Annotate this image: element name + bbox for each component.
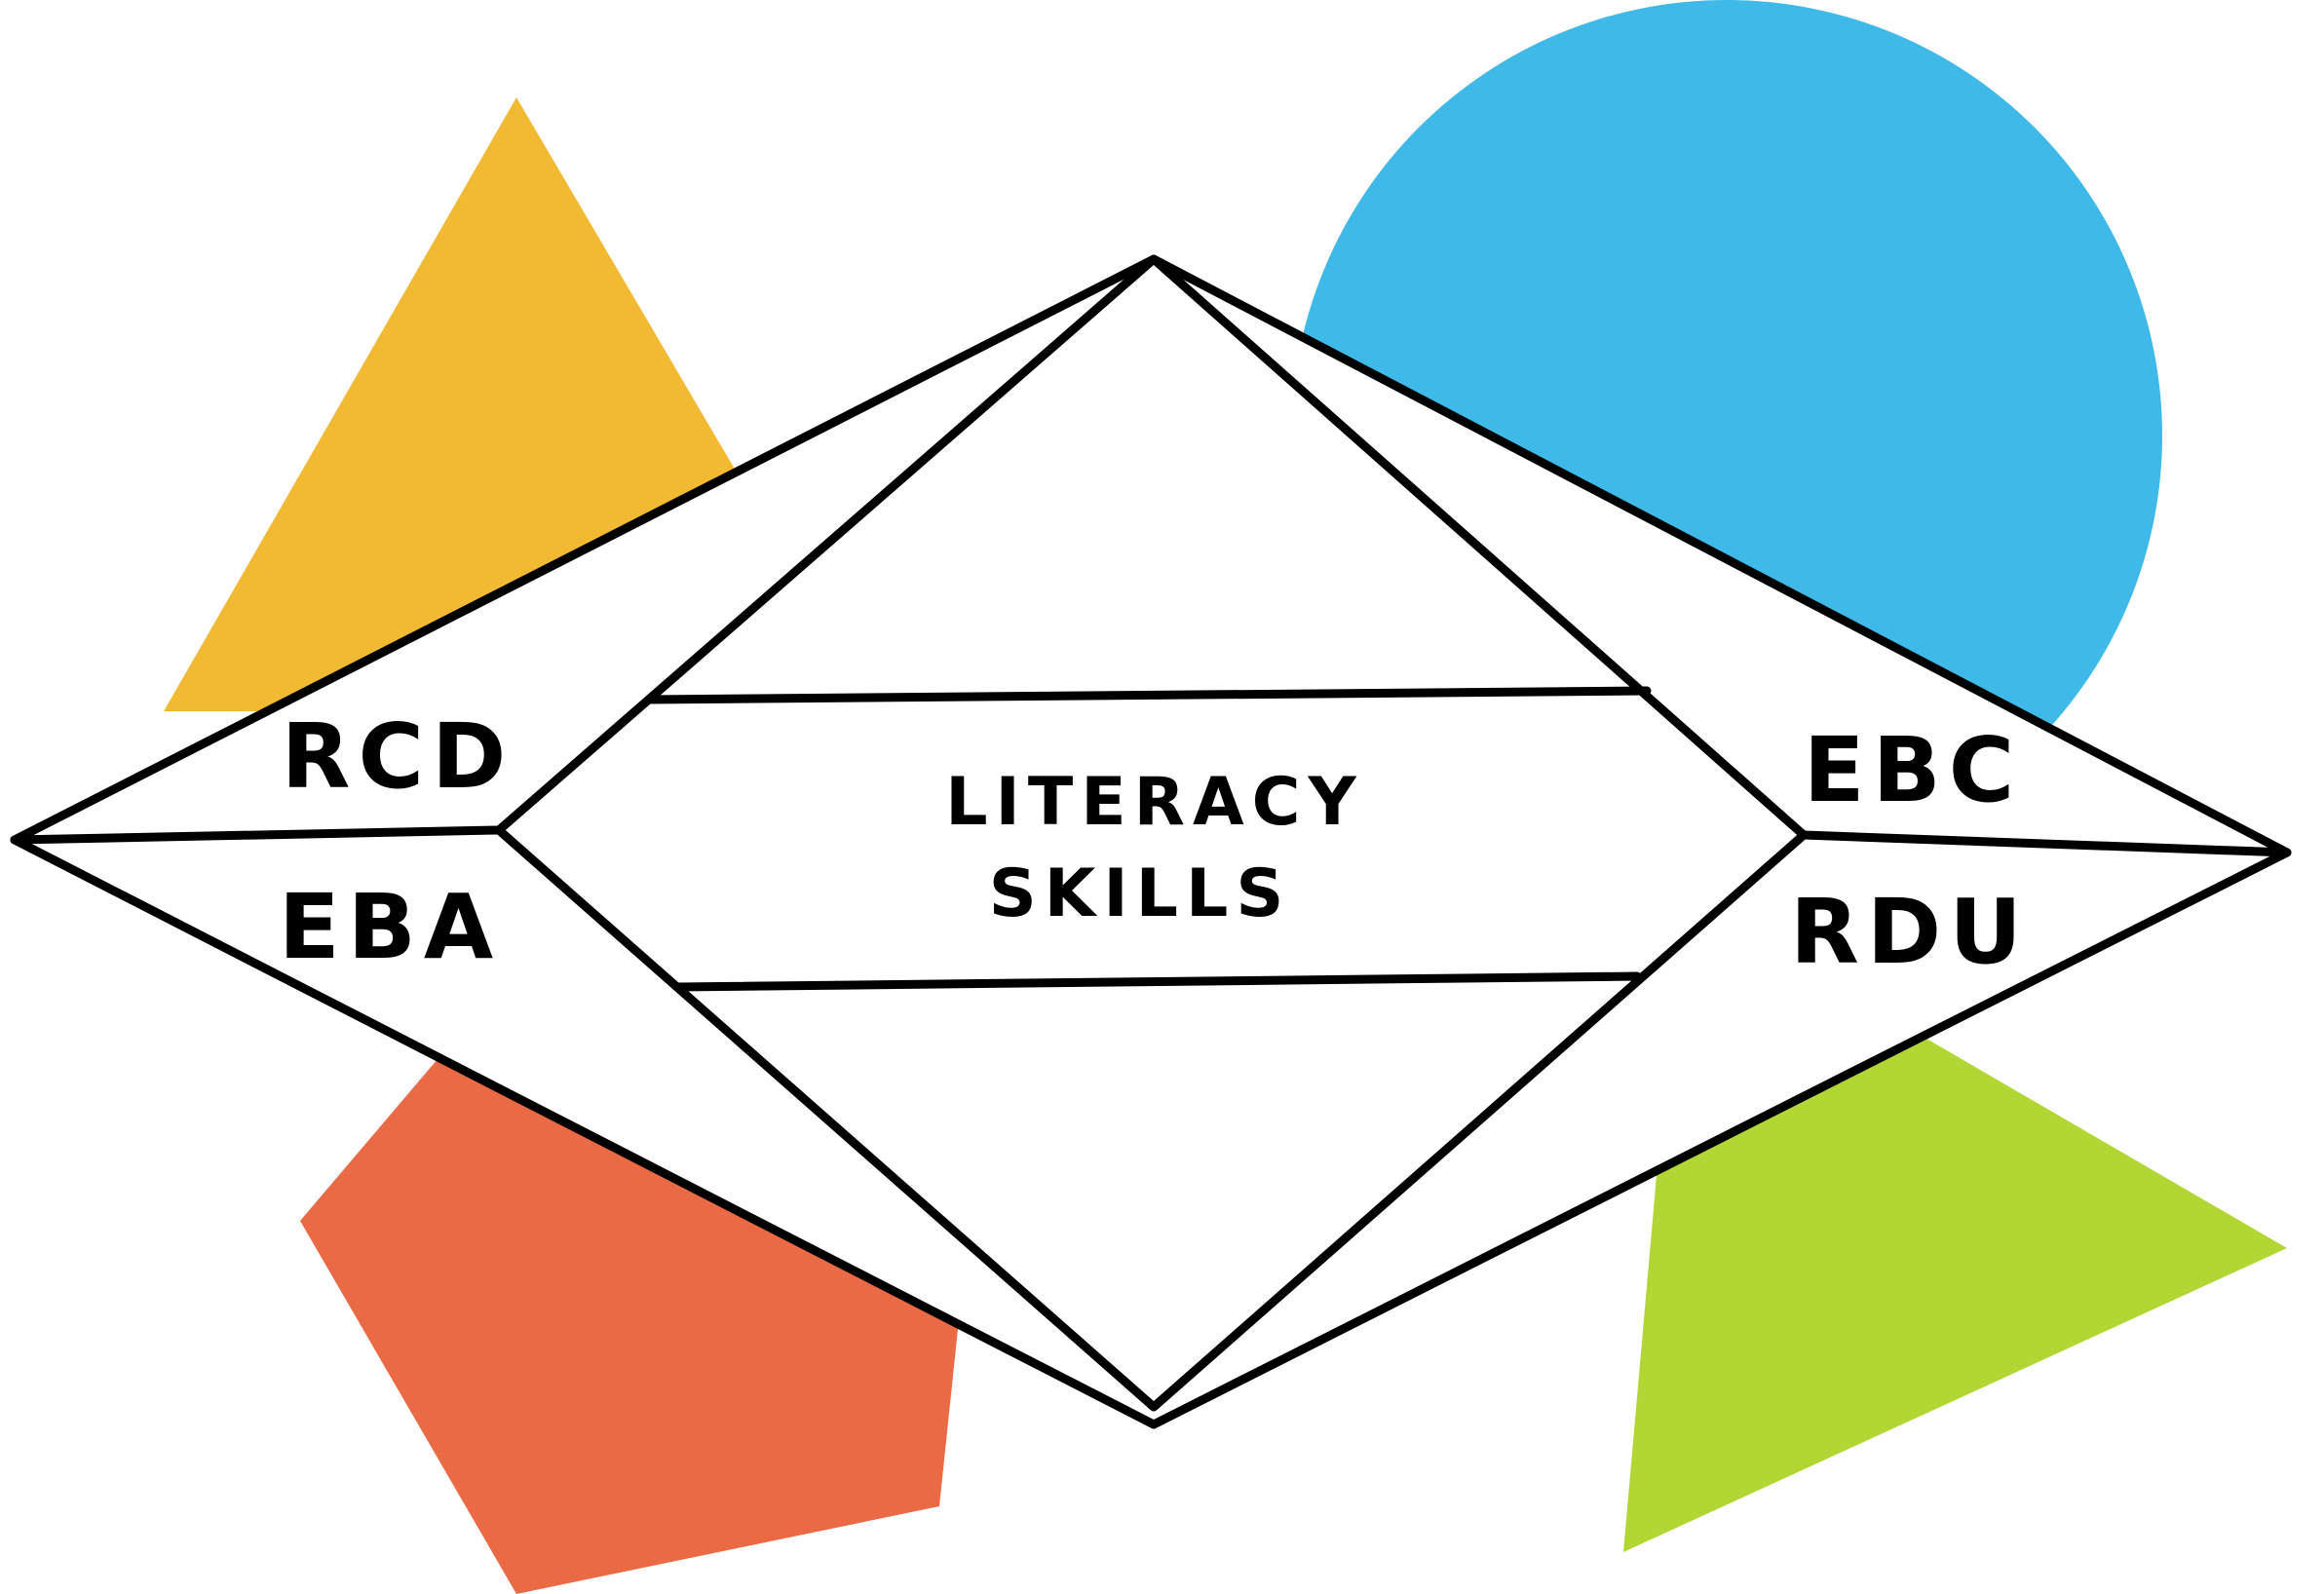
left-bottom-label: EBA [279, 875, 501, 979]
center-top-band-line [645, 686, 1652, 704]
left-divider-line [10, 825, 504, 845]
center-label-line1: LITERACY [945, 764, 1364, 841]
center-label-line2: SKILLS [989, 855, 1292, 932]
left-top-label: RCD [282, 704, 514, 809]
right-bottom-label: RDU [1790, 880, 2030, 984]
right-divider-line [1799, 830, 2292, 857]
center-bottom-band-line [672, 971, 1642, 992]
right-top-label: EBC [1804, 718, 2023, 822]
inner-diamond [494, 254, 1809, 1412]
